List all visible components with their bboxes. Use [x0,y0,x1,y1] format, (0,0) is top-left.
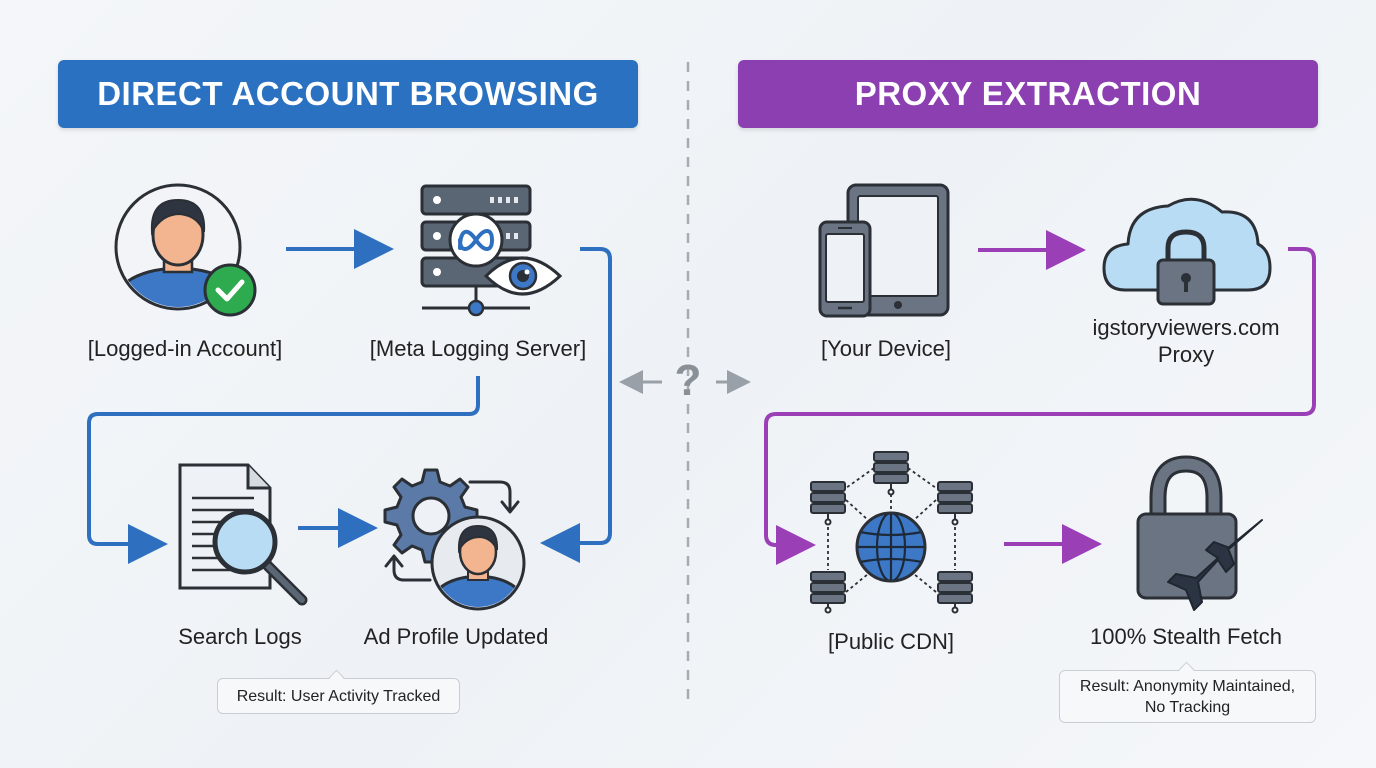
magnifier-icon [212,509,308,606]
right-result-box: Result: Anonymity Maintained, No Trackin… [1059,670,1316,723]
cloud-lock-icon [1102,197,1272,306]
stealth-jet-icon [1167,519,1263,611]
right-result-text-line2: No Tracking [1144,698,1231,716]
right-result-text-line1: Result: Anonymity Maintained, [1079,677,1296,695]
node-label-search-logs: Search Logs [178,624,302,649]
cdn-network-icon [810,451,973,614]
divider-question-mark: ? [674,356,702,405]
node-label-proxy-line2: Proxy [1157,342,1215,367]
phone-icon [818,220,872,318]
node-label-stealth: 100% Stealth Fetch [1089,624,1283,649]
eye-icon [483,256,563,296]
arrow-server-to-search-logs [87,376,480,564]
meta-logo-icon [448,212,504,268]
node-label-cdn: [Public CDN] [828,629,954,654]
arrow-server-to-ad-profile [540,247,612,563]
stealth-lock-icon [1136,455,1238,600]
node-label-ad-profile: Ad Profile Updated [363,624,549,649]
checkmark-badge-icon [203,263,257,317]
left-panel-title: DIRECT ACCOUNT BROWSING [58,60,638,128]
right-panel-title: PROXY EXTRACTION [738,60,1318,128]
node-label-account: [Logged-in Account] [87,336,283,361]
arrow-proxy-to-cdn [764,247,1316,565]
node-label-server: [Meta Logging Server] [369,336,587,361]
refresh-arrows-icon [384,480,520,582]
left-result-text: Result: User Activity Tracked [236,687,441,705]
tablet-icon [846,183,950,317]
node-label-device: [Your Device] [820,336,952,361]
node-label-proxy-line1: igstoryviewers.com [1092,315,1280,340]
user-avatar-small-icon [430,515,526,611]
left-result-box: Result: User Activity Tracked [217,678,460,714]
